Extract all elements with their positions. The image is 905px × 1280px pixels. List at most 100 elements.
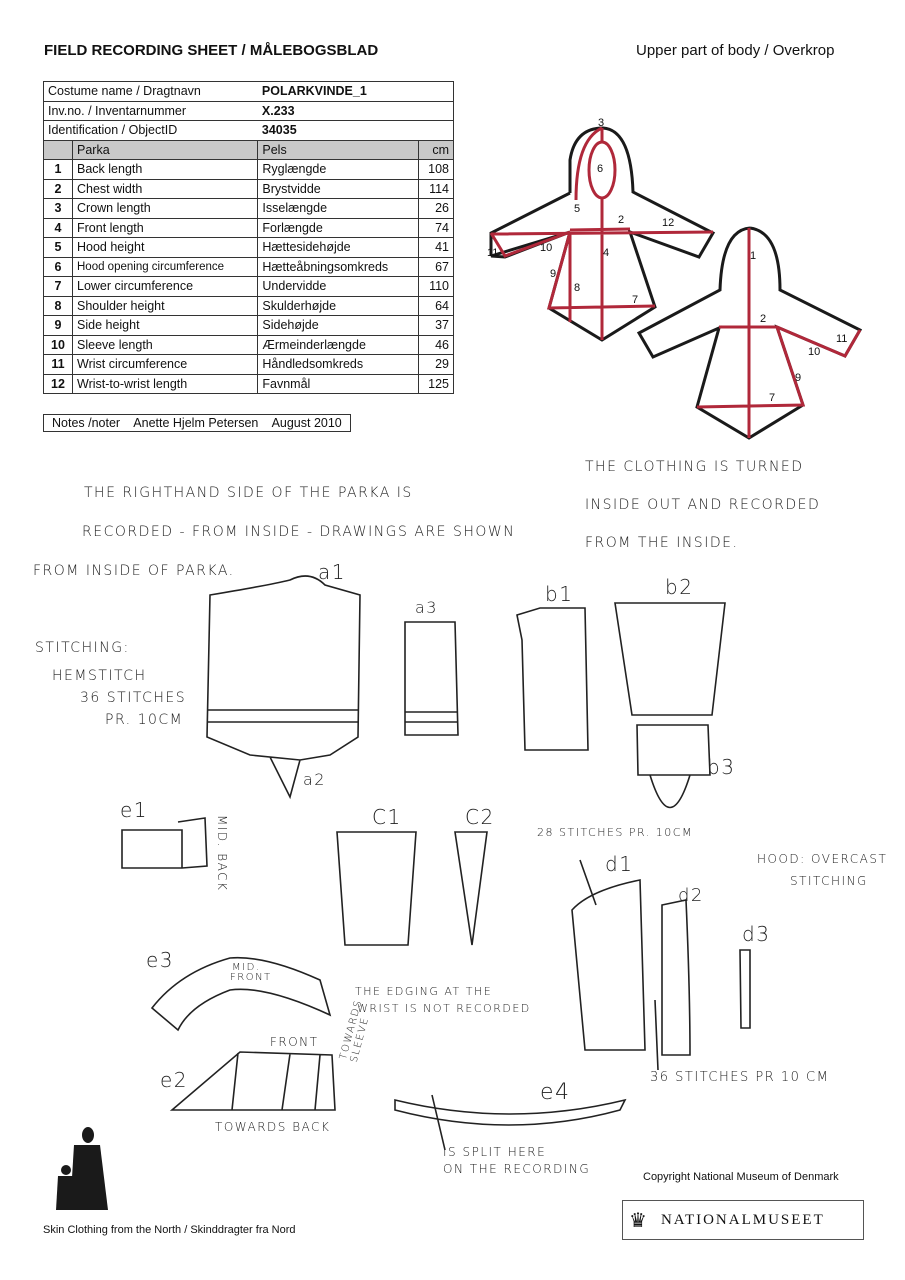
- label-c2: C2: [465, 805, 495, 829]
- diagram-label: 8: [574, 282, 581, 294]
- value-cm: 125: [417, 373, 455, 394]
- note-turned: THE CLOTHING IS TURNED INSIDE OUT AND RE…: [585, 448, 820, 562]
- diagram-label: 1: [750, 250, 757, 262]
- label-e3: e3: [146, 948, 175, 972]
- diagram-label: 7: [769, 392, 776, 404]
- note-front: FRONT: [270, 1035, 319, 1049]
- note-line: INSIDE OUT AND RECORDED: [585, 497, 821, 513]
- label-a3: a3: [415, 598, 438, 617]
- meta-value: 34035: [257, 120, 454, 141]
- museum-name: NATIONALMUSEET: [660, 1211, 825, 1228]
- label-b1: b1: [545, 582, 574, 606]
- note-stitching: 36 STITCHES: [80, 690, 187, 706]
- label-e4: e4: [540, 1080, 571, 1105]
- header-cell: cm: [417, 139, 455, 160]
- note-righthand-line: FROM INSIDE OF PARKA.: [33, 563, 235, 579]
- front-measure-lines: [489, 126, 714, 340]
- diagram-label: 2: [618, 214, 625, 226]
- note-mid-front: FRONT: [230, 972, 272, 983]
- value-cm: 108: [417, 159, 455, 180]
- label-a2: a2: [303, 770, 326, 789]
- note-righthand-line: RECORDED - FROM INSIDE - DRAWINGS ARE SH…: [82, 524, 516, 540]
- pels-term: Undervidde: [257, 276, 419, 297]
- label-d1: d1: [605, 852, 634, 876]
- notes-box: Notes /noter Anette Hjelm Petersen Augus…: [43, 414, 351, 432]
- note-mid-front: MID.: [232, 962, 261, 973]
- diagram-label: 7: [632, 294, 639, 306]
- pels-term: Forlængde: [257, 217, 419, 238]
- section-title: Upper part of body / Overkrop: [636, 42, 835, 59]
- diagram-label: 12: [662, 217, 675, 229]
- note-towards-back: TOWARDS BACK: [215, 1120, 331, 1134]
- value-cm: 29: [417, 354, 455, 375]
- note-righthand-line: THE RIGHTHAND SIDE OF THE PARKA IS: [84, 485, 413, 501]
- note-36-stitches: 36 STITCHES PR 10 CM: [650, 1070, 830, 1085]
- diagram-label: 10: [540, 242, 553, 254]
- value-cm: 26: [417, 198, 455, 219]
- pels-term: Hættesidehøjde: [257, 237, 419, 258]
- parka-term: Shoulder height: [71, 295, 259, 316]
- diagram-label: 2: [760, 313, 767, 325]
- header-cell: Pels: [257, 139, 419, 160]
- value-cm: 41: [417, 237, 455, 258]
- copyright: Copyright National Museum of Denmark: [643, 1171, 839, 1183]
- note-line: FROM THE INSIDE.: [585, 535, 739, 551]
- note-split: ON THE RECORDING: [443, 1162, 591, 1176]
- diagram-label: 9: [550, 268, 557, 280]
- note-stitching: HEMSTITCH: [52, 668, 147, 684]
- diagram-label: 10: [808, 346, 821, 358]
- parka-term: Hood opening circumference: [71, 256, 259, 277]
- note-stitching: STITCHING:: [35, 640, 130, 656]
- notes-label: Notes /noter: [52, 416, 121, 430]
- parka-term: Lower circumference: [71, 276, 259, 297]
- diagram-label: 11: [487, 247, 499, 259]
- label-d3: d3: [742, 922, 771, 946]
- notes-date: August 2010: [271, 416, 342, 430]
- note-hood: STITCHING: [790, 874, 868, 888]
- label-d2: d2: [678, 885, 704, 906]
- meta-value: X.233: [257, 100, 454, 121]
- parka-term: Wrist-to-wrist length: [71, 373, 259, 394]
- diagram-label: 4: [603, 247, 610, 259]
- pattern-pieces: [121, 575, 751, 1151]
- note-mid-back: MID. BACK: [215, 815, 229, 892]
- note-edging: THE EDGING AT THE: [355, 985, 493, 998]
- value-cm: 46: [417, 334, 455, 355]
- parka-term: Front length: [71, 217, 259, 238]
- back-measure-lines: [696, 228, 862, 438]
- label-e1: e1: [120, 798, 149, 822]
- label-a1: a1: [318, 560, 346, 584]
- crown-icon: ♛: [629, 1209, 647, 1232]
- note-stitching: PR. 10CM: [105, 712, 184, 728]
- sheet-title: FIELD RECORDING SHEET / MÅLEBOGSBLAD: [44, 42, 379, 59]
- nationalmuseet-logo-figure: [56, 1127, 108, 1210]
- label-b2: b2: [665, 575, 694, 599]
- header-cell: [43, 139, 73, 160]
- diagram-label: 9: [795, 372, 802, 384]
- pels-term: Sidehøjde: [257, 315, 419, 336]
- label-c1: C1: [372, 805, 402, 829]
- nationalmuseet-logo: ♛ NATIONALMUSEET: [622, 1200, 864, 1240]
- diagram-label: 3: [598, 117, 605, 129]
- value-cm: 64: [417, 295, 455, 316]
- note-edging: WRIST IS NOT RECORDED: [357, 1002, 531, 1015]
- note-28-stitches: 28 STITCHES PR. 10CM: [537, 826, 693, 839]
- note-hood: HOOD: OVERCAST: [757, 852, 888, 866]
- note-line: THE CLOTHING IS TURNED: [585, 459, 804, 475]
- notes-author: Anette Hjelm Petersen: [133, 416, 259, 430]
- parka-term: Back length: [71, 159, 259, 180]
- label-e2: e2: [160, 1068, 189, 1092]
- diagram-label: 6: [597, 163, 604, 175]
- label-b3: b3: [707, 755, 736, 779]
- note-split: IS SPLIT HERE: [443, 1145, 547, 1159]
